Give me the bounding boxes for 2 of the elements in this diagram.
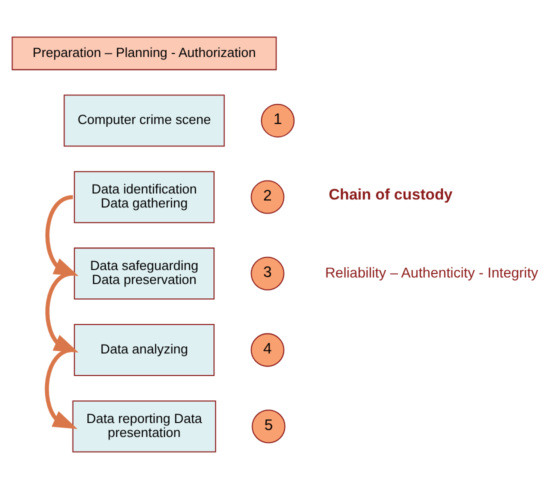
label: Chain of custody	[328, 186, 453, 204]
label: Reliability – Authenticity - Integrity	[325, 264, 538, 281]
